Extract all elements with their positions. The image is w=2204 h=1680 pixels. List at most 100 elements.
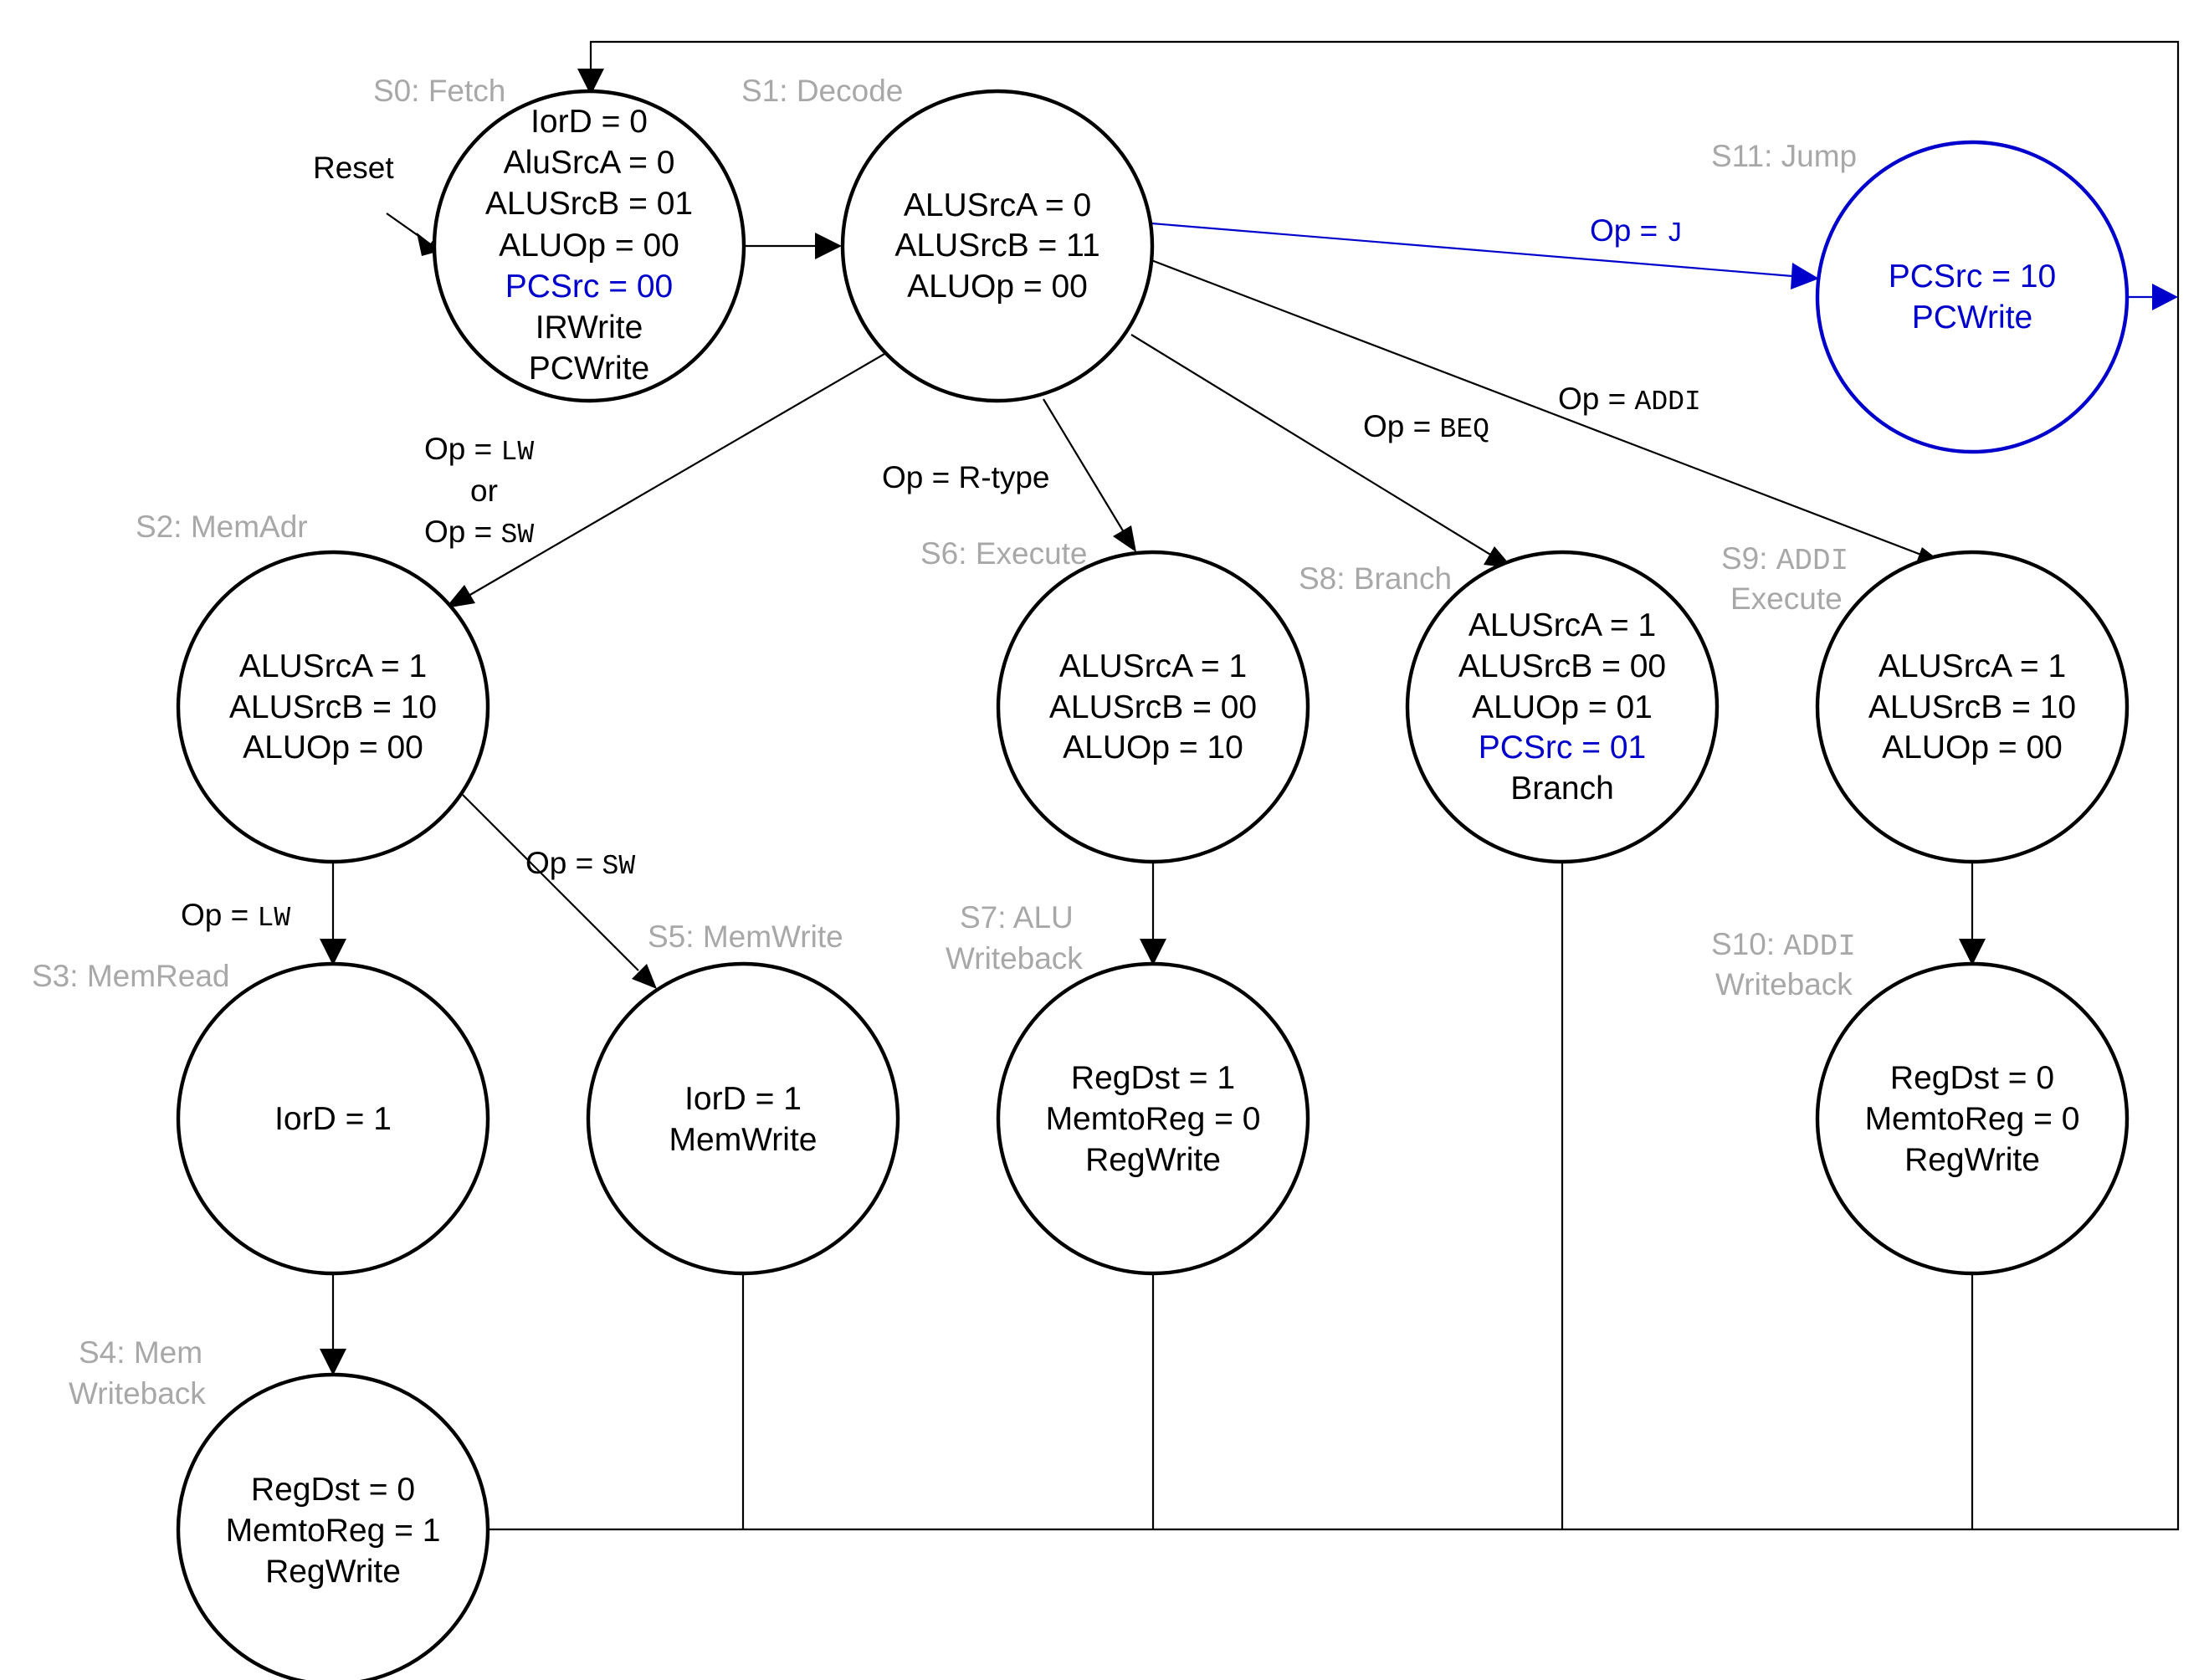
state-s7-signal: MemtoReg = 0 xyxy=(1046,1101,1261,1137)
return-arrowhead xyxy=(577,69,604,95)
state-s1-circle xyxy=(840,89,1155,403)
state-s11-name: S11: Jump xyxy=(1711,139,1857,173)
state-s5-signal: IorD = 1 xyxy=(684,1081,802,1117)
state-s10-signal: RegWrite xyxy=(1904,1142,2040,1178)
state-s4-signal: RegDst = 0 xyxy=(251,1472,415,1508)
state-s9-circle xyxy=(1815,550,2130,864)
state-s6-circle xyxy=(996,550,1310,864)
state-s8-signal: ALUOp = 01 xyxy=(1472,689,1653,725)
s0-s1-arrowhead xyxy=(815,233,842,259)
state-s0-signal: IRWrite xyxy=(536,310,643,346)
state-s7-name: S7: ALU xyxy=(960,900,1074,935)
state-s1-signal: ALUOp = 00 xyxy=(907,269,1088,305)
state-s4-circle xyxy=(176,1372,490,1680)
s1-s11-line xyxy=(1151,222,1793,278)
state-s6: S6: Execute ALUSrcA = 1 ALUSrcB = 00 ALU… xyxy=(920,536,1310,864)
reset-label: Reset xyxy=(313,151,394,185)
state-s10-signal: RegDst = 0 xyxy=(1890,1060,2054,1096)
state-s0-signal: IorD = 0 xyxy=(530,104,648,140)
state-s5-circle xyxy=(586,961,900,1276)
state-s8: S8: Branch ALUSrcA = 1 ALUSrcB = 00 ALUO… xyxy=(1299,550,1720,864)
state-s2-name: S2: MemAdr xyxy=(136,510,308,544)
s3-s4-arrowhead xyxy=(320,1349,346,1375)
s2-s5-arrowhead xyxy=(632,964,657,989)
state-s7-signal: RegWrite xyxy=(1085,1142,1221,1178)
state-s6-signal: ALUSrcB = 00 xyxy=(1049,689,1257,725)
state-s6-signal: ALUSrcA = 1 xyxy=(1059,648,1247,684)
state-s0: S0: Fetch IorD = 0 AluSrcA = 0 ALUSrcB =… xyxy=(373,74,746,403)
state-s10-name: Writeback xyxy=(1715,967,1853,1001)
return-path xyxy=(485,40,2180,1531)
state-s2-circle xyxy=(176,550,490,864)
state-s4-signal: MemtoReg = 1 xyxy=(226,1513,441,1549)
state-s11: S11: Jump PCSrc = 10 PCWrite xyxy=(1711,139,2130,454)
s1-s6-arrowhead xyxy=(1113,525,1136,552)
state-s2: S2: MemAdr ALUSrcA = 1 ALUSrcB = 10 ALUO… xyxy=(136,510,490,864)
state-s9-signal: ALUSrcA = 1 xyxy=(1879,648,2066,684)
transition-s2-sw-label: Op = SW xyxy=(525,846,635,882)
state-s11-signal: PCSrc = 10 xyxy=(1889,259,2057,295)
s1-s9-line xyxy=(1151,259,1922,556)
s9-s10-arrowhead xyxy=(1959,939,1986,965)
state-s9-signal: ALUOp = 00 xyxy=(1882,730,2063,766)
transition-beq-label: Op = BEQ xyxy=(1363,409,1489,445)
state-s11-circle xyxy=(1815,140,2130,454)
s1-s11-arrowhead xyxy=(1791,263,1819,289)
state-s1-signal: ALUSrcA = 0 xyxy=(904,187,1091,223)
state-s5: S5: MemWrite IorD = 1 MemWrite xyxy=(586,919,900,1276)
transition-rtype-label: Op = R-type xyxy=(882,460,1050,494)
state-s4-name: S4: Mem xyxy=(79,1335,202,1370)
state-s5-name: S5: MemWrite xyxy=(648,919,843,954)
state-s8-signal-pcsrc: PCSrc = 01 xyxy=(1479,730,1647,766)
s1-s2-arrowhead xyxy=(445,585,475,608)
state-s10: S10: ADDI Writeback RegDst = 0 MemtoReg … xyxy=(1711,927,2130,1276)
state-s1: S1: Decode ALUSrcA = 0 ALUSrcB = 11 ALUO… xyxy=(741,74,1155,403)
s1-s8-line xyxy=(1130,334,1493,556)
state-s2-signal: ALUOp = 00 xyxy=(243,730,423,766)
state-s10-name: S10: ADDI xyxy=(1711,927,1856,964)
transition-addi-label: Op = ADDI xyxy=(1558,382,1701,417)
s2-s5-line xyxy=(462,794,639,971)
state-s3-circle xyxy=(176,961,490,1276)
state-s8-circle xyxy=(1405,550,1720,864)
s6-s7-arrowhead xyxy=(1140,939,1166,965)
state-s10-circle xyxy=(1815,961,2130,1276)
state-s0-signal: ALUOp = 00 xyxy=(499,228,679,264)
state-s9: S9: ADDI Execute ALUSrcA = 1 ALUSrcB = 1… xyxy=(1721,541,2130,864)
state-s3-signal: IorD = 1 xyxy=(274,1101,392,1137)
state-s8-signal: Branch xyxy=(1510,771,1614,807)
state-s3: S3: MemRead IorD = 1 xyxy=(32,959,490,1276)
state-s4-name: Writeback xyxy=(69,1376,206,1411)
state-s6-name: S6: Execute xyxy=(920,536,1088,571)
state-s10-signal: MemtoReg = 0 xyxy=(1865,1101,2080,1137)
state-s6-signal: ALUOp = 10 xyxy=(1063,730,1243,766)
state-s8-name: S8: Branch xyxy=(1299,561,1452,596)
s1-s2-line xyxy=(468,353,885,597)
state-s7-name: Writeback xyxy=(946,941,1083,976)
state-s0-circle xyxy=(432,89,746,403)
state-s1-name: S1: Decode xyxy=(741,74,903,108)
state-s8-signal: ALUSrcA = 1 xyxy=(1468,607,1656,643)
state-s0-signal-pcsrc: PCSrc = 00 xyxy=(505,269,674,305)
state-s1-signal: ALUSrcB = 11 xyxy=(894,228,1099,264)
state-s2-signal: ALUSrcA = 1 xyxy=(239,648,427,684)
state-s8-signal: ALUSrcB = 00 xyxy=(1458,648,1666,684)
state-s7-signal: RegDst = 1 xyxy=(1071,1060,1235,1096)
s11-exit-arrowhead xyxy=(2152,284,2178,310)
transition-j-label: Op = J xyxy=(1590,213,1683,249)
state-s0-signal: AluSrcA = 0 xyxy=(504,145,675,181)
state-s9-signal: ALUSrcB = 10 xyxy=(1868,689,2076,725)
transition-lw-label: Op = LW xyxy=(424,432,534,468)
state-s0-signal: PCWrite xyxy=(529,351,649,387)
state-s9-name: Execute xyxy=(1730,581,1843,616)
state-s9-name: S9: ADDI xyxy=(1721,541,1848,578)
s1-s6-line xyxy=(1043,398,1125,533)
state-s11-signal: PCWrite xyxy=(1912,300,2032,335)
state-s3-name: S3: MemRead xyxy=(32,959,230,993)
state-s5-signal: MemWrite xyxy=(669,1122,818,1158)
s2-s3-arrowhead xyxy=(320,939,346,965)
state-s2-signal: ALUSrcB = 10 xyxy=(229,689,437,725)
transition-or-label: or xyxy=(470,474,498,508)
state-s7-circle xyxy=(996,961,1310,1276)
